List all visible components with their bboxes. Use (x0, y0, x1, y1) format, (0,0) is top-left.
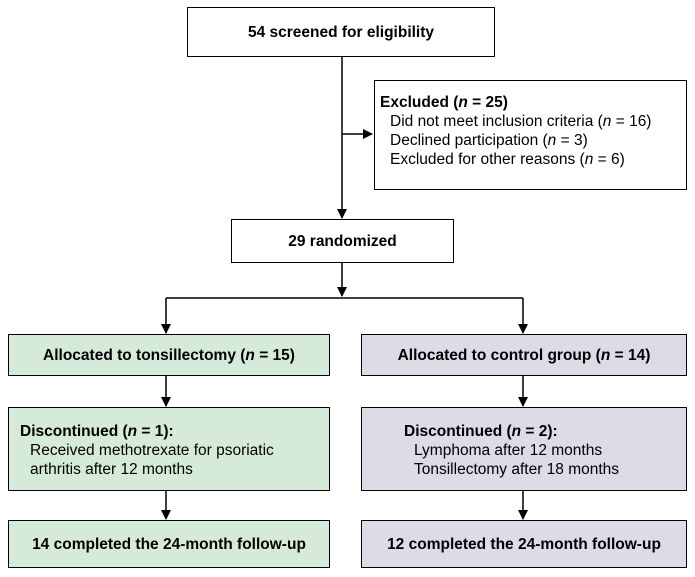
discontinued-control-box: Discontinued (n = 2): Lymphoma after 12 … (361, 407, 687, 491)
excluded-box: Excluded (n = 25) Did not meet inclusion… (374, 80, 687, 190)
discontinued-reason: Lymphoma after 12 months (414, 442, 603, 459)
excluded-reason: Did not meet inclusion criteria (n = 16) (390, 113, 652, 130)
excluded-reason: Declined participation (n = 3) (390, 132, 588, 149)
excluded-title: Excluded (n = 25) (380, 94, 508, 111)
allocated-tonsillectomy-label: Allocated to tonsillectomy (n = 15) (43, 346, 295, 364)
discontinued-tonsillectomy-title: Discontinued (n = 1): (20, 423, 174, 440)
completed-control-box: 12 completed the 24-month follow-up (361, 520, 687, 568)
screened-label: 54 screened for eligibility (247, 23, 435, 41)
excluded-reason: Excluded for other reasons (n = 6) (390, 151, 625, 168)
screened-box: 54 screened for eligibility (187, 7, 495, 57)
allocated-control-box: Allocated to control group (n = 14) (361, 334, 687, 376)
discontinued-reason: Tonsillectomy after 18 months (414, 461, 620, 478)
discontinued-reason: Received methotrexate for psoriatic (30, 442, 274, 459)
randomized-label: 29 randomized (288, 232, 397, 250)
discontinued-reason: arthritis after 12 months (30, 461, 193, 478)
completed-control-label: 12 completed the 24-month follow-up (387, 535, 661, 553)
completed-tonsillectomy-label: 14 completed the 24-month follow-up (32, 535, 306, 553)
allocated-tonsillectomy-box: Allocated to tonsillectomy (n = 15) (8, 334, 330, 376)
discontinued-control-title: Discontinued (n = 2): (404, 423, 558, 440)
completed-tonsillectomy-box: 14 completed the 24-month follow-up (8, 520, 330, 568)
randomized-box: 29 randomized (231, 219, 454, 263)
allocated-control-label: Allocated to control group (n = 14) (397, 346, 651, 364)
discontinued-tonsillectomy-box: Discontinued (n = 1): Received methotrex… (8, 407, 330, 491)
